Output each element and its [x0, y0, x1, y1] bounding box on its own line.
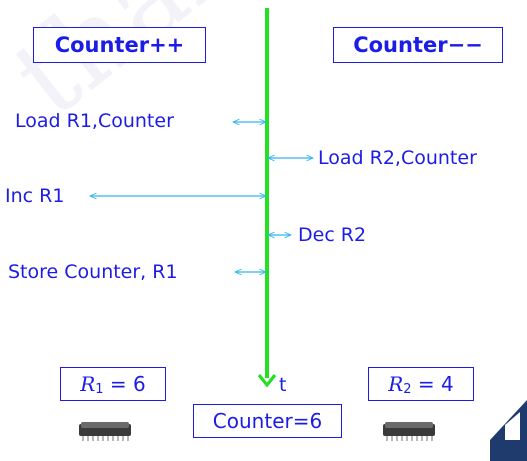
- register-r1-name: R: [80, 372, 96, 396]
- counter-value-box: Counter=6: [193, 404, 342, 438]
- counter-value-text: Counter=6: [212, 409, 323, 433]
- logo-corner-icon: [490, 400, 527, 461]
- register-r1-value: = 6: [103, 372, 146, 396]
- timeline-arrowhead: [257, 374, 277, 388]
- counter-increment-title: Counter++: [33, 27, 206, 63]
- cpu-chip-icon: [383, 422, 435, 441]
- register-r2-value: = 4: [411, 372, 454, 396]
- counter-increment-title-text: Counter++: [54, 33, 185, 57]
- cpu-chip-icon: [79, 422, 131, 441]
- counter-decrement-title-text: Counter−−: [353, 33, 483, 57]
- op-load-r1: Load R1,Counter: [15, 110, 174, 132]
- register-r2-name: R: [388, 372, 404, 396]
- counter-decrement-title: Counter−−: [333, 27, 503, 63]
- op-load-r2: Load R2,Counter: [318, 147, 477, 169]
- op-store-counter: Store Counter, R1: [8, 261, 178, 283]
- op-dec-r2: Dec R2: [298, 224, 367, 246]
- op-inc-r1: Inc R1: [5, 185, 65, 207]
- register-r1-sub: 1: [95, 381, 104, 397]
- register-r2-sub: 2: [403, 381, 412, 397]
- time-axis-label: t: [279, 374, 287, 396]
